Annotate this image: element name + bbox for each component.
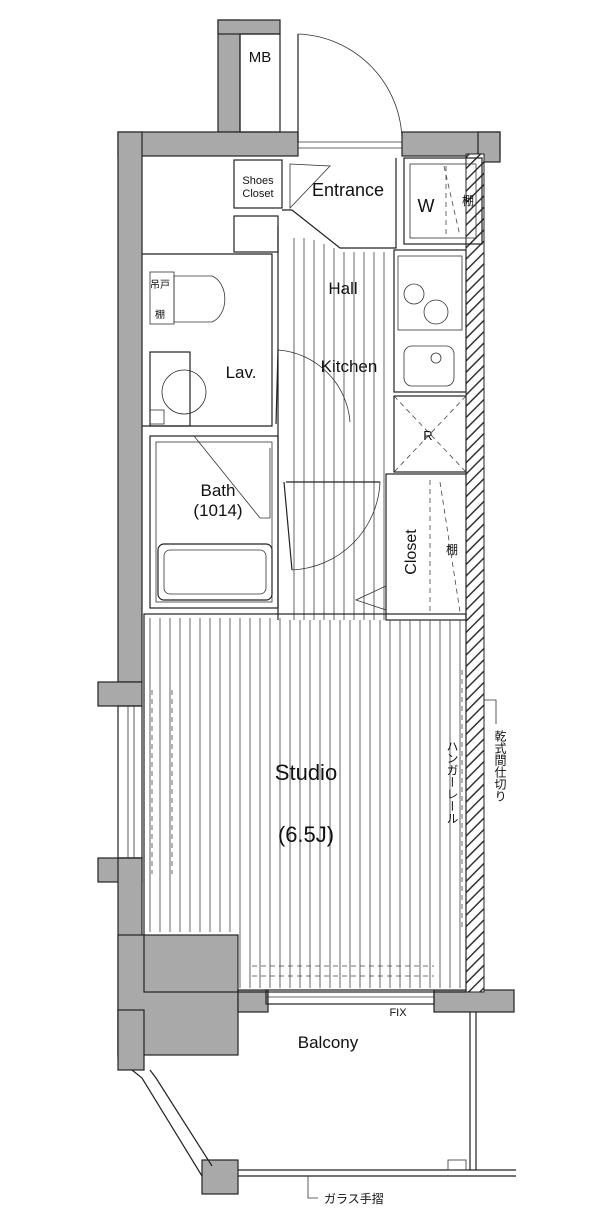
studio-door[interactable]: [283, 481, 381, 571]
dry-partition-label: 乾式間仕切り: [493, 730, 507, 802]
balcony-label: Balcony: [298, 1033, 359, 1052]
exterior-walls: [97, 19, 515, 1195]
shelf-closet-label: 棚: [446, 542, 458, 557]
closet-label: Closet: [403, 529, 420, 575]
balcony-window: [252, 965, 435, 1005]
studio-label: Studio: [275, 760, 337, 785]
bath-label: Bath: [201, 481, 236, 500]
studio-size-label: (6.5J): [278, 822, 334, 847]
kitchen-counter: [393, 249, 467, 393]
hanging-shelf-label-2: 棚: [155, 308, 165, 321]
shoes-closet-label-1: Shoes: [242, 175, 274, 187]
washer: [403, 157, 483, 245]
hall-flooring: [293, 238, 385, 620]
shoes-closet: [233, 159, 283, 209]
mb-label: MB: [249, 49, 272, 66]
shoes-closet-label-2: Closet: [242, 188, 273, 200]
glass-handrail-label: ガラス手摺: [324, 1191, 384, 1206]
hanger-rail-label: ハンガーレール: [445, 740, 459, 824]
dry-partition-wall: [465, 153, 485, 993]
studio-window: [117, 690, 173, 874]
bath-size-label: (1014): [193, 501, 242, 520]
refrigerator-label: R: [423, 428, 432, 443]
entrance-label: Entrance: [312, 180, 384, 200]
lavatory: [142, 253, 273, 427]
hall-label: Hall: [328, 279, 357, 298]
hanging-shelf-label-1: 吊戸: [150, 279, 170, 291]
shelf-top-label: 棚: [462, 193, 474, 208]
lavatory-label: Lav.: [226, 363, 257, 382]
washer-label: W: [418, 196, 435, 216]
kitchen-label: Kitchen: [321, 357, 378, 376]
studio-flooring: [149, 618, 461, 988]
closet: [354, 473, 467, 621]
refrigerator: [393, 395, 467, 473]
lavatory-door[interactable]: [275, 349, 351, 425]
bath: [149, 435, 279, 609]
entrance-door[interactable]: [297, 33, 403, 149]
fix-window-label: FIX: [389, 1007, 407, 1019]
balcony: [131, 1012, 516, 1177]
